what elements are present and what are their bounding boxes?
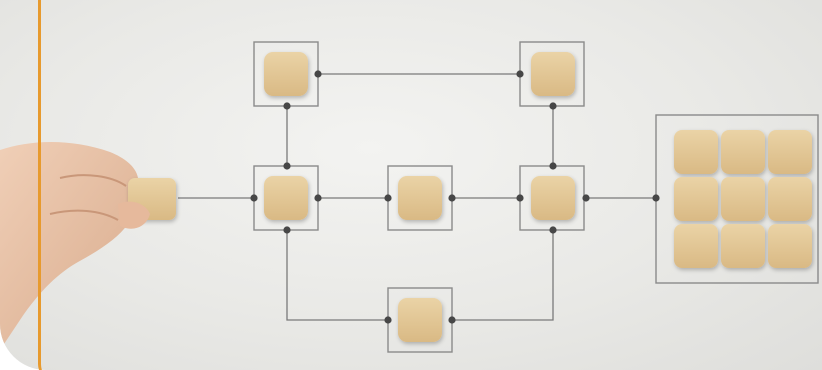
hand-holding-block (0, 142, 176, 350)
connector-dots (250, 70, 660, 324)
wood-blocks (264, 52, 575, 342)
block-grid-3x3 (674, 130, 812, 268)
connector-lines (178, 73, 656, 321)
